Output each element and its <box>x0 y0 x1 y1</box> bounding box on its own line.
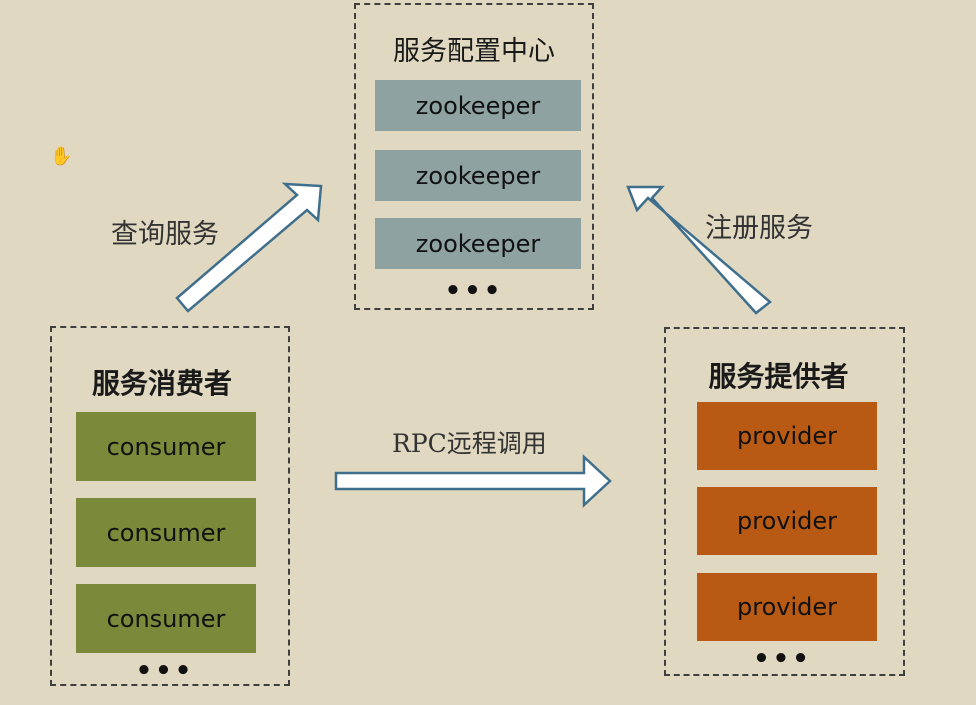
rpc-arrow <box>334 454 612 508</box>
hand-cursor-icon: ✋ <box>50 146 73 167</box>
zookeeper-node: zookeeper <box>375 80 581 131</box>
provider-group-ellipsis: ••• <box>753 644 812 674</box>
consumer-node: consumer <box>76 584 256 653</box>
provider-group: 服务提供者 provider provider provider ••• <box>664 327 905 676</box>
query-service-label: 查询服务 <box>111 219 219 250</box>
consumer-group: 服务消费者 consumer consumer consumer ••• <box>50 326 290 686</box>
register-arrow <box>626 185 772 315</box>
config-center-group: 服务配置中心 zookeeper zookeeper zookeeper ••• <box>354 3 594 310</box>
query-arrow <box>175 182 323 313</box>
consumer-group-title: 服务消费者 <box>91 367 232 400</box>
provider-node: provider <box>697 402 877 470</box>
provider-group-title: 服务提供者 <box>708 360 849 393</box>
consumer-node: consumer <box>76 412 256 481</box>
config-center-ellipsis: ••• <box>444 276 504 306</box>
config-center-title: 服务配置中心 <box>393 36 555 67</box>
register-service-label: 注册服务 <box>705 213 813 244</box>
consumer-node: consumer <box>76 498 256 567</box>
provider-node: provider <box>697 573 877 641</box>
provider-node: provider <box>697 487 877 555</box>
consumer-group-ellipsis: ••• <box>135 656 195 686</box>
zookeeper-node: zookeeper <box>375 150 581 201</box>
zookeeper-node: zookeeper <box>375 218 581 269</box>
rpc-call-label: RPC远程调用 <box>392 429 547 458</box>
